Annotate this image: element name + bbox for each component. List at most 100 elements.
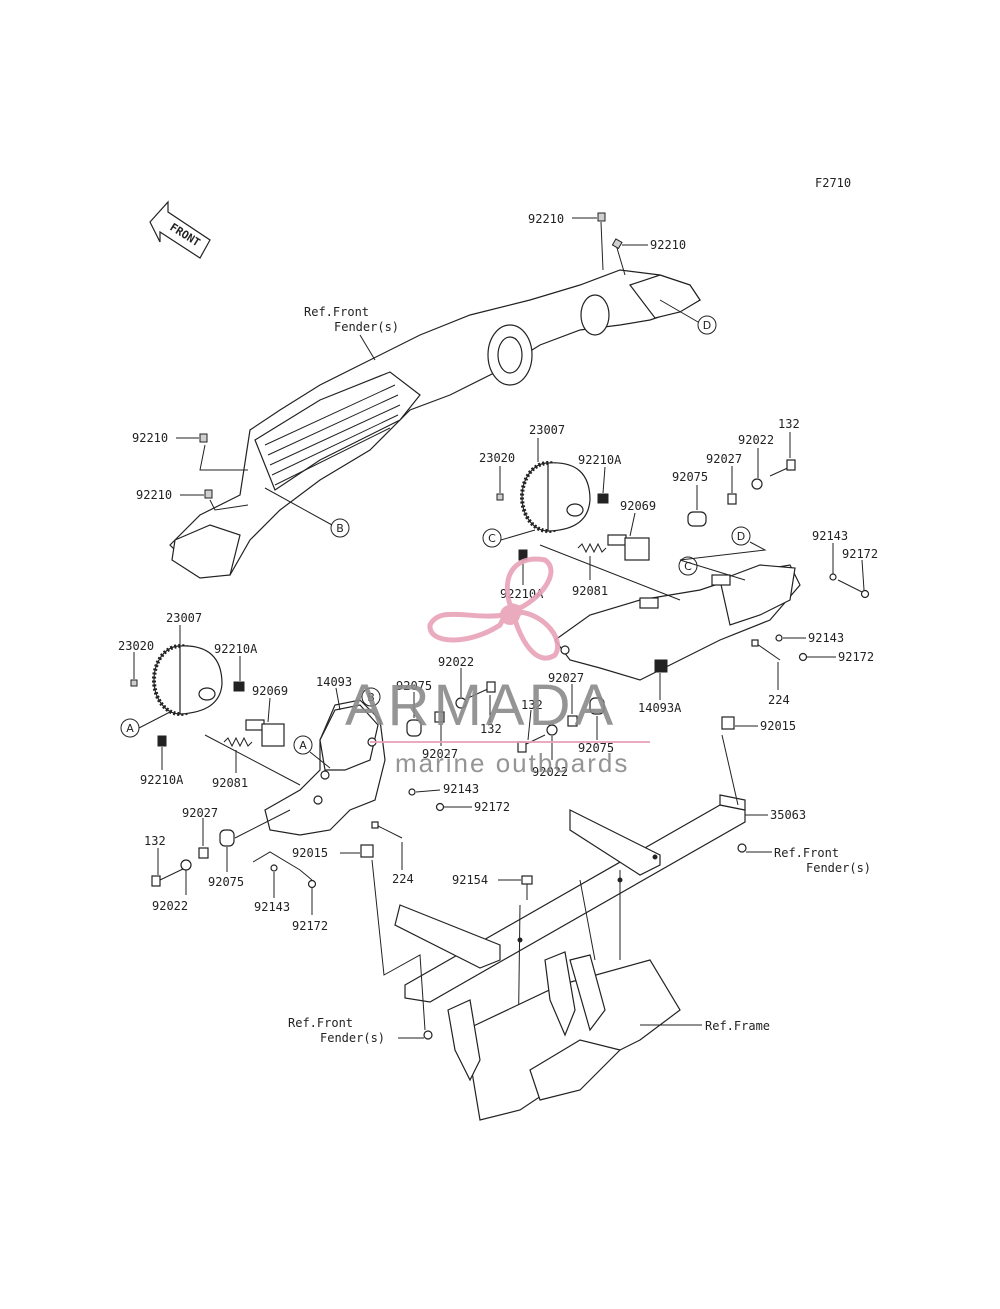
bracket-right-14093A — [554, 564, 801, 681]
callout-d-right-bracket: D — [731, 526, 751, 546]
front-arrow-icon: FRONT — [149, 200, 211, 259]
figure-code: F2710 — [815, 176, 851, 190]
label-35063: 35063 — [770, 808, 806, 822]
label-92154: 92154 — [452, 873, 488, 887]
callout-b-left: B — [361, 687, 381, 707]
fastener-ref-fender-right — [737, 843, 747, 853]
label-14093A: 14093A — [638, 701, 682, 715]
fastener-ref-fender-lower — [423, 1030, 433, 1040]
washer-92022-left1 — [455, 697, 467, 709]
headlight-left — [152, 644, 223, 716]
collar-92027-right2 — [567, 715, 578, 727]
label-224-left: 224 — [392, 872, 414, 886]
label-92210A-left1: 92210A — [214, 642, 258, 656]
ref-front-fender-upper-1: Ref.Front — [304, 305, 369, 319]
label-92143-right2: 92143 — [808, 631, 844, 645]
svg-text:C: C — [488, 532, 496, 545]
svg-text:B: B — [336, 522, 344, 535]
svg-text:C: C — [684, 560, 692, 573]
watermark-brand: ARMADA — [345, 673, 617, 738]
label-23020-left: 23020 — [118, 639, 154, 653]
label-92069-left: 92069 — [252, 684, 288, 698]
screw-92172-right2 — [798, 652, 808, 662]
screw-92172-left1 — [435, 802, 445, 812]
bolt-132-left1 — [467, 681, 496, 699]
callout-c-right-headlight: C — [482, 528, 502, 548]
grommet-92075-left2 — [219, 829, 235, 847]
label-92210-left2: 92210 — [136, 488, 172, 502]
bolt-224-left — [371, 821, 403, 839]
clip-92210-left2 — [204, 489, 213, 499]
washer-92022-left2 — [180, 859, 192, 871]
label-92143-left2: 92143 — [254, 900, 290, 914]
screw-92172-left2 — [307, 879, 317, 889]
washer-92022-right2 — [546, 724, 558, 736]
label-92027-right2: 92027 — [548, 671, 584, 685]
callout-a-left-headlight: A — [120, 718, 140, 738]
collar-92027-left1 — [434, 711, 445, 723]
label-92027-left1: 92027 — [422, 747, 458, 761]
clip-92210-left1 — [199, 433, 208, 443]
watermark-tagline: marine outboards — [395, 748, 629, 778]
label-224-right: 224 — [768, 693, 790, 707]
svg-text:D: D — [737, 530, 745, 543]
svg-text:B: B — [367, 691, 375, 704]
headlight-right — [520, 461, 591, 533]
label-92172-right1: 92172 — [842, 547, 878, 561]
label-132-left1: 132 — [480, 722, 502, 736]
label-92210A-left2: 92210A — [140, 773, 184, 787]
label-92210-left1: 92210 — [132, 431, 168, 445]
label-92075-left2: 92075 — [208, 875, 244, 889]
label-92143-left1: 92143 — [443, 782, 479, 796]
label-92172-right2: 92172 — [838, 650, 874, 664]
ref-front-fender-lower-1: Ref.Front — [288, 1016, 353, 1030]
label-92027-right1: 92027 — [706, 452, 742, 466]
label-92210-top2: 92210 — [650, 238, 686, 252]
label-92015-right: 92015 — [760, 719, 796, 733]
washer-92022-right1 — [751, 478, 763, 490]
ref-front-fender-upper-2: Fender(s) — [334, 320, 399, 334]
svg-text:D: D — [703, 319, 711, 332]
bolt-224-right — [751, 639, 781, 661]
clip-92210-top1 — [597, 212, 606, 222]
label-92081-left: 92081 — [212, 776, 248, 790]
washer-92143-right1 — [829, 573, 837, 581]
clip-92210A-right1 — [597, 493, 609, 504]
label-92022-left1: 92022 — [438, 655, 474, 669]
clip-23020-right — [496, 493, 504, 501]
grommet-92075-right2 — [589, 697, 605, 715]
ref-front-fender-right-2: Fender(s) — [806, 861, 871, 875]
spring-92081-left — [223, 736, 253, 748]
label-92172-left2: 92172 — [292, 919, 328, 933]
clip-92015-left — [360, 844, 374, 858]
label-92022-right1: 92022 — [738, 433, 774, 447]
watermark: ARMADA marine outboards — [345, 556, 650, 778]
label-132-right1: 132 — [778, 417, 800, 431]
collar-92027-right1 — [727, 493, 737, 505]
label-23007-left: 23007 — [166, 611, 202, 625]
label-23020-right: 23020 — [479, 451, 515, 465]
spring-92081-right — [577, 542, 607, 554]
bulb-92069-left — [245, 719, 285, 747]
ref-frame: Ref.Frame — [705, 1019, 770, 1033]
screw-92172-right1 — [837, 579, 870, 599]
grommet-92075-right1 — [687, 511, 707, 527]
label-92015-left: 92015 — [292, 846, 328, 860]
washer-92143-left2 — [270, 864, 278, 872]
label-92210-top1: 92210 — [528, 212, 564, 226]
grommet-92075-left1 — [406, 719, 422, 737]
label-14093: 14093 — [316, 675, 352, 689]
clip-92210A-left2 — [157, 735, 167, 747]
label-132-right2: 132 — [521, 698, 543, 712]
label-92075-left1: 92075 — [396, 679, 432, 693]
clip-92210-top2 — [611, 238, 623, 250]
clip-92210A-left1 — [233, 681, 245, 692]
label-92022-right2: 92022 — [532, 765, 568, 779]
frame-crossmember-35063 — [394, 794, 746, 1003]
label-92210A-right1: 92210A — [578, 453, 622, 467]
label-92075-right1: 92075 — [672, 470, 708, 484]
svg-text:A: A — [299, 739, 307, 752]
bulb-92069-right — [607, 534, 650, 561]
ref-front-fender-right-1: Ref.Front — [774, 846, 839, 860]
